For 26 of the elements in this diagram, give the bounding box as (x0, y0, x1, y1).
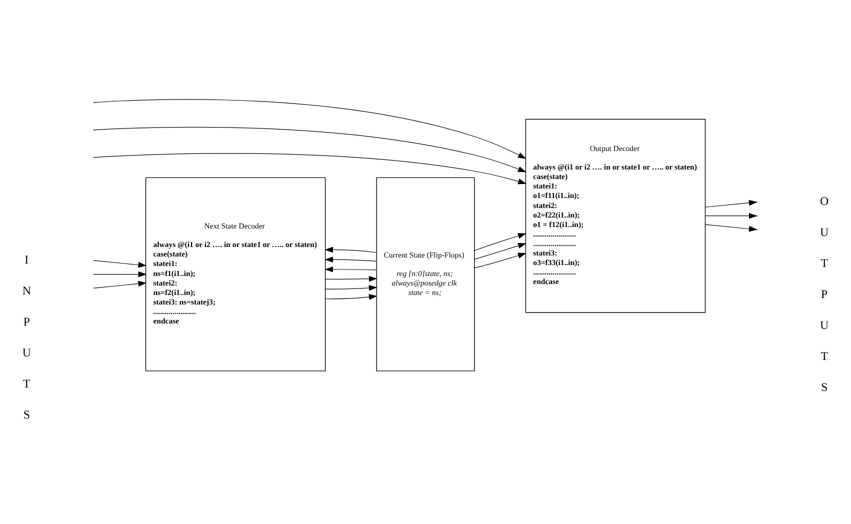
arrow (325, 276, 378, 282)
arrow (324, 256, 377, 262)
arrow (324, 266, 377, 272)
arrow (324, 246, 377, 253)
label: T (820, 349, 828, 364)
arrow (474, 242, 526, 260)
arrow (325, 285, 378, 291)
label: S (23, 408, 30, 422)
arrow (474, 252, 526, 268)
label: P (821, 287, 828, 302)
label: S (821, 380, 828, 394)
label: U (820, 318, 829, 332)
label: I (24, 252, 29, 267)
arrow (474, 233, 526, 251)
arrow (94, 271, 147, 278)
arrow (94, 260, 147, 268)
arrow (325, 294, 378, 300)
label: P (23, 314, 30, 329)
label: N (22, 284, 31, 298)
arrow (94, 126, 526, 172)
label: U (22, 346, 31, 360)
label: O (820, 194, 829, 208)
label: T (23, 376, 30, 391)
arrow (94, 153, 527, 184)
label: T (820, 256, 828, 270)
label: U (820, 225, 829, 240)
